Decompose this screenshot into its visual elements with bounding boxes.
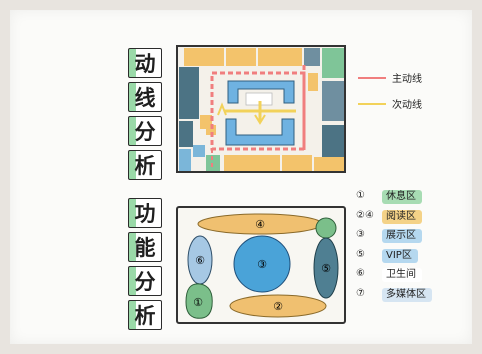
legend-number: ① <box>356 190 365 201</box>
circulation-title: 动 线 分 析 <box>128 48 164 184</box>
legend-item: ⑦ 多媒体区 <box>356 286 466 306</box>
zone-label: ② <box>273 300 283 313</box>
legend-item: ③ 展示区 <box>356 227 466 247</box>
legend-item: ⑤ VIP区 <box>356 247 466 267</box>
title-char: 分 <box>128 116 162 146</box>
legend-number: ②④ <box>356 209 374 221</box>
legend-number: ⑤ <box>356 248 365 260</box>
legend-item: ① 休息区 <box>356 188 466 208</box>
legend-number: ⑦ <box>356 287 365 299</box>
legend-label: 休息区 <box>382 190 422 204</box>
legend-number: ③ <box>356 229 365 240</box>
legend-label: 主动线 <box>392 74 422 85</box>
zone-label: ③ <box>257 258 267 271</box>
zone-label: ⑥ <box>195 254 205 267</box>
title-char: 析 <box>128 300 162 330</box>
legend-label: 卫生间 <box>382 268 422 282</box>
zone-shape <box>233 235 291 293</box>
legend-label: 多媒体区 <box>382 287 432 302</box>
circulation-floor-plan <box>176 45 346 173</box>
zone-label: ④ <box>255 218 265 231</box>
legend-label: 阅读区 <box>382 209 422 224</box>
title-char: 动 <box>128 48 162 78</box>
title-char: 线 <box>128 82 162 112</box>
zone-shape <box>229 294 327 318</box>
zone-label: ⑤ <box>321 262 331 275</box>
title-char: 能 <box>128 232 162 262</box>
zone-shape <box>185 283 213 319</box>
function-floor-plan: ④ ⑥ ③ ⑤ ① ② <box>176 206 346 324</box>
main-line-swatch <box>358 77 386 79</box>
legend-label: 展示区 <box>382 229 422 243</box>
title-char: 分 <box>128 266 162 296</box>
legend-number: ⑥ <box>356 268 365 279</box>
secondary-line-swatch <box>358 103 386 105</box>
title-char: 析 <box>128 150 162 180</box>
function-title: 功 能 分 析 <box>128 198 164 334</box>
function-legend: ① 休息区 ②④ 阅读区 ③ 展示区 ⑤ VIP区 ⑥ 卫生间 ⑦ 多媒体区 <box>356 188 466 305</box>
zone-shape <box>313 237 339 299</box>
legend-label: 次动线 <box>392 100 422 111</box>
legend-label: VIP区 <box>382 248 418 263</box>
zone-label: ① <box>193 296 203 309</box>
legend-item: ②④ 阅读区 <box>356 208 466 228</box>
zone-shape <box>315 217 337 239</box>
legend-item: ⑥ 卫生间 <box>356 266 466 286</box>
title-char: 功 <box>128 198 162 228</box>
